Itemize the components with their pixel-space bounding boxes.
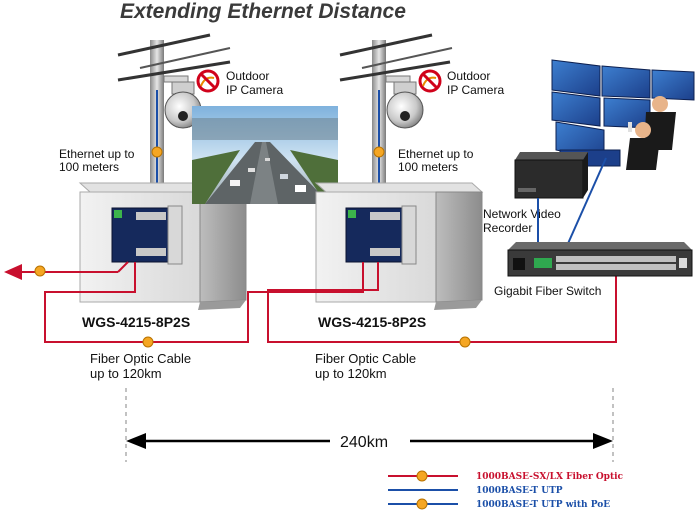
pole-crossbar — [361, 47, 453, 69]
arrow-icon — [126, 433, 146, 449]
control-room: Network Video Recorder Gigabit Fiber Swi… — [483, 59, 695, 298]
fiber-badge — [34, 265, 46, 277]
fiber-cable — [267, 262, 617, 343]
poe-badge — [151, 146, 163, 158]
arrow-icon — [593, 433, 613, 449]
nvr-label-line2: Recorder — [483, 221, 532, 235]
camera-lens — [400, 111, 410, 121]
legend-poe-badge — [416, 498, 428, 510]
gigabit-switch-icon — [507, 242, 693, 277]
operator-icon — [626, 96, 676, 170]
distance-label: 240km — [340, 434, 388, 451]
pole-crossbar — [117, 33, 211, 57]
nvr-label-line1: Network Video — [483, 207, 561, 221]
monitor-wall-icon — [551, 59, 695, 167]
nvr-icon — [514, 152, 588, 199]
ethernet-label-line1: Ethernet up to — [59, 147, 135, 161]
no-wire-icon — [418, 69, 442, 93]
camera-label-line1: Outdoor — [226, 69, 269, 83]
center-site: Outdoor IP Camera Ethernet up to 100 met… — [314, 33, 504, 330]
pole-crossbar — [117, 60, 231, 82]
no-wire-icon — [196, 69, 220, 93]
model-label-center: WGS-4215-8P2S — [318, 314, 426, 330]
camera-label-line2: IP Camera — [447, 83, 504, 97]
diagram-title: Extending Ethernet Distance — [120, 0, 406, 23]
legend-fiber-badge — [416, 470, 428, 482]
pole-crossbar — [339, 33, 433, 57]
pole-crossbar — [339, 60, 451, 82]
arrow-icon — [4, 264, 22, 280]
fiber-label-left-line1: Fiber Optic Cable — [90, 351, 191, 366]
dome-camera-icon — [386, 91, 424, 129]
fiber-badge — [142, 336, 154, 348]
switch-icon — [111, 205, 183, 265]
camera-label-line1: Outdoor — [447, 69, 490, 83]
model-label-left: WGS-4215-8P2S — [82, 314, 190, 330]
ethernet-label-line1: Ethernet up to — [398, 147, 474, 161]
poe-badge — [373, 146, 385, 158]
highway-photo — [192, 106, 338, 204]
legend-utp-label: 1000BASE-T UTP — [476, 486, 563, 496]
camera-arm — [163, 75, 189, 83]
ethernet-label-line2: 100 meters — [59, 160, 119, 174]
camera-label-line2: IP Camera — [226, 83, 283, 97]
fiber-badge — [459, 336, 471, 348]
camera-arm — [385, 75, 411, 83]
fiber-label-left-line2: up to 120km — [90, 366, 162, 381]
fiber-label-center-line2: up to 120km — [315, 366, 387, 381]
switch-icon — [345, 205, 417, 265]
legend: 1000BASE-SX/LX Fiber Optic 1000BASE-T UT… — [388, 470, 624, 510]
pole-crossbar — [139, 47, 231, 69]
legend-fiber-label: 1000BASE-SX/LX Fiber Optic — [476, 472, 624, 482]
fiber-label-center-line1: Fiber Optic Cable — [315, 351, 416, 366]
legend-poe-label: 1000BASE-T UTP with PoE — [476, 500, 610, 510]
camera-lens — [178, 111, 188, 121]
switch-label: Gigabit Fiber Switch — [494, 284, 601, 298]
fiber-cable — [117, 261, 129, 273]
ethernet-label-line2: 100 meters — [398, 160, 458, 174]
utp-cable — [565, 157, 607, 249]
